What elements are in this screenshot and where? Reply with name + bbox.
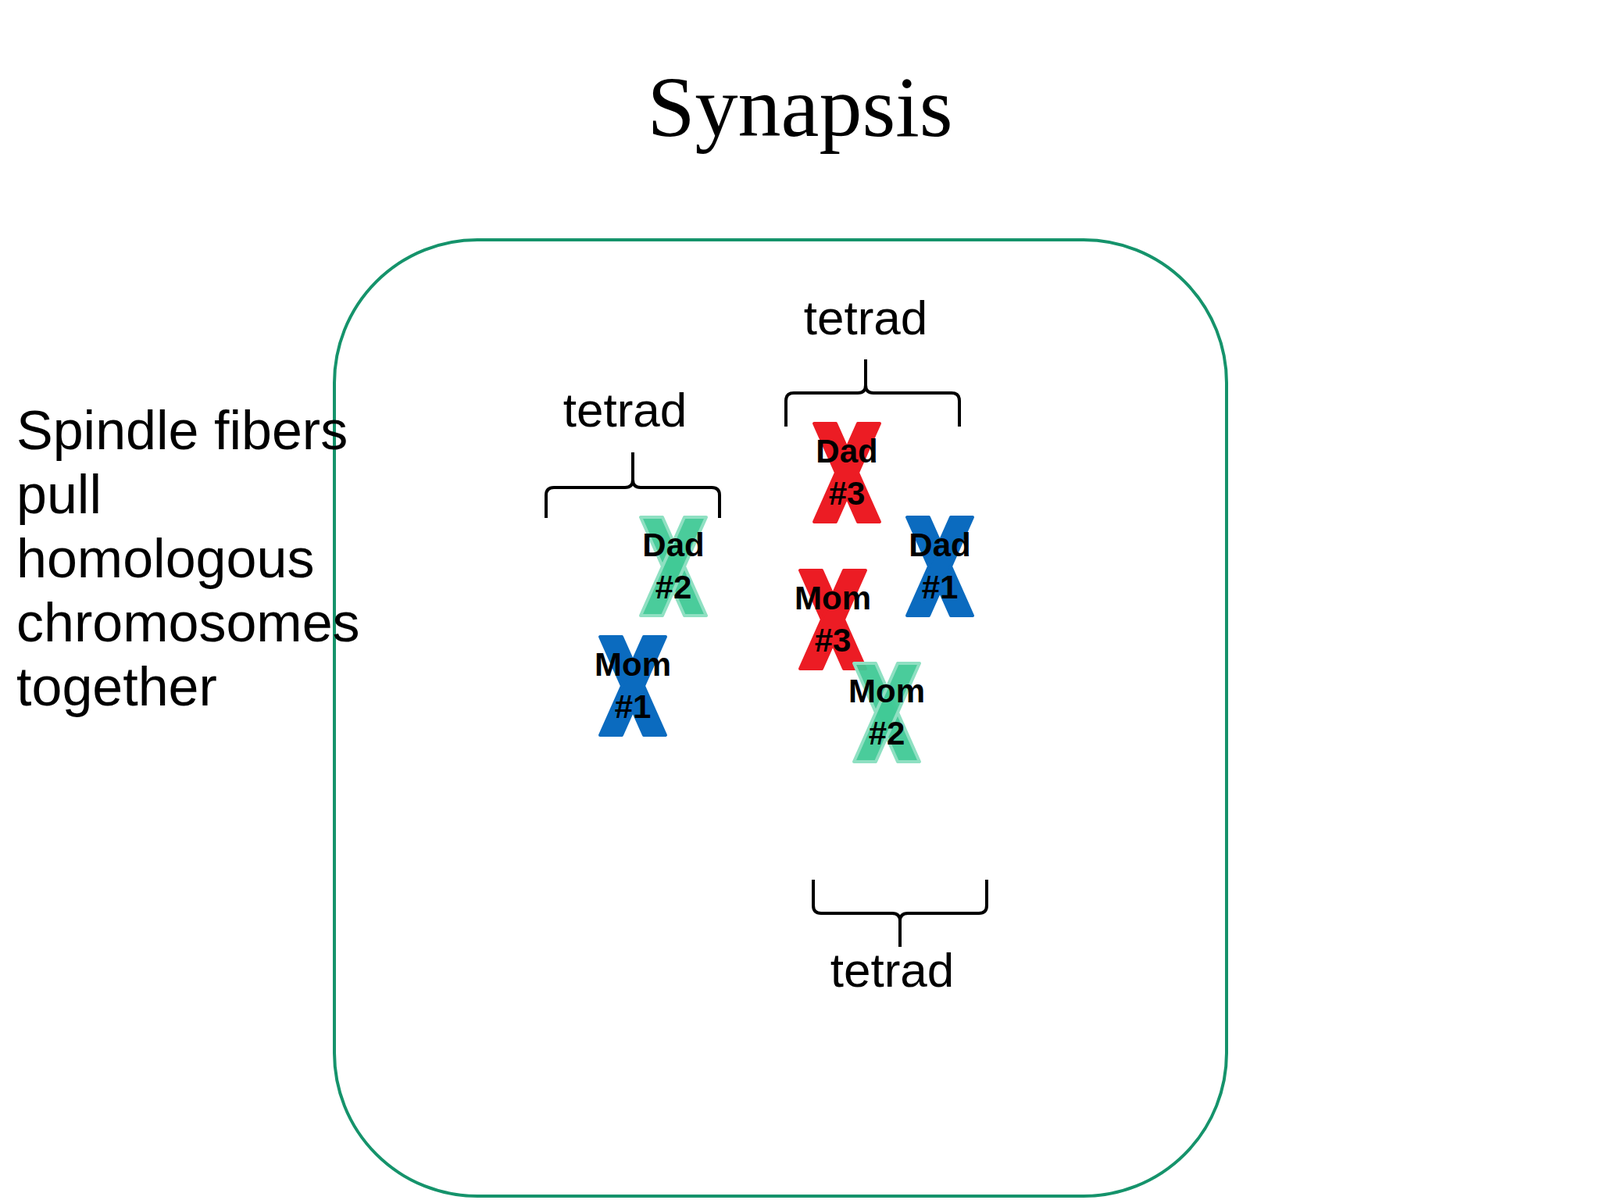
chromosome-label-holder: Mom #3 <box>785 560 880 679</box>
tetrad-bracket <box>813 879 987 947</box>
slide-title: Synapsis <box>0 64 1600 150</box>
chromosome-label-holder: Dad #2 <box>626 507 721 625</box>
tetrad-label: tetrad <box>748 293 983 343</box>
chromosome: Dad #2 <box>626 507 721 625</box>
chromosome-label: Mom #2 <box>839 670 934 755</box>
note-text: Spindle fibers pull homologous chromosom… <box>16 398 384 719</box>
chromosome-label: Dad #1 <box>892 524 987 609</box>
chromosome-shape <box>626 507 721 625</box>
chromosome-label: Dad #2 <box>626 524 721 609</box>
chromosome: Mom #1 <box>585 627 680 745</box>
chromosome: Dad #3 <box>800 414 894 532</box>
chromosome-label: Mom #3 <box>785 577 880 662</box>
chromosome-shape <box>585 627 680 745</box>
tetrad-label: tetrad <box>775 946 1010 995</box>
chromosome-shape <box>892 507 987 625</box>
chromosome-shape <box>785 560 880 679</box>
chromosome: Mom #3 <box>785 560 880 679</box>
chromosome-label-holder: Mom #2 <box>839 653 934 772</box>
tetrad-bracket <box>546 452 720 518</box>
chromosome-label: Dad #3 <box>800 430 894 515</box>
tetrad-bracket <box>785 359 960 427</box>
chromosome: Dad #1 <box>892 507 987 625</box>
chromosome-label: Mom #1 <box>585 643 680 729</box>
cell-outline <box>334 239 1227 1197</box>
chromosome-shape <box>839 653 934 772</box>
chromosome-label-holder: Dad #3 <box>800 414 894 532</box>
chromosome: Mom #2 <box>839 653 934 772</box>
chromosome-label-holder: Dad #1 <box>892 507 987 625</box>
tetrad-label: tetrad <box>507 385 743 435</box>
chromosome-label-holder: Mom #1 <box>585 627 680 745</box>
chromosome-shape <box>800 414 894 532</box>
